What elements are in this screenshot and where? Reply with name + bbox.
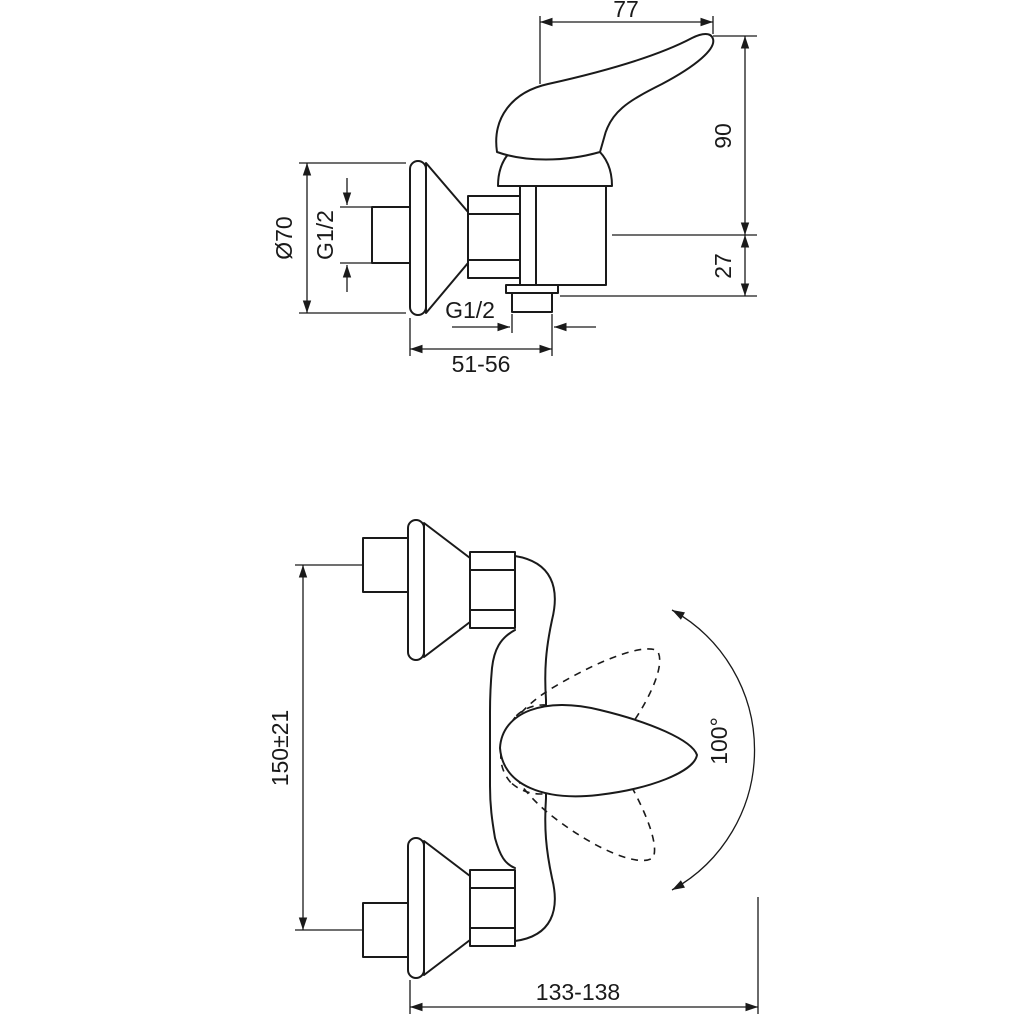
dim-wall-depth-label: 51-56 bbox=[452, 351, 511, 377]
dim-outlet-thread-label: G1/2 bbox=[445, 297, 495, 323]
dim-inlet-thread-label: G1/2 bbox=[312, 210, 338, 260]
front-bottom-escutcheon-rim bbox=[407, 837, 425, 979]
front-bottom-escutcheon-cone bbox=[423, 840, 471, 976]
side-escutcheon-rim bbox=[409, 160, 427, 316]
side-outlet-flange bbox=[505, 284, 559, 294]
side-view: 77 90 27 Ø70 G1/2 bbox=[271, 0, 757, 377]
dimension-heights: 90 27 bbox=[560, 35, 757, 297]
front-top-escutcheon-cone bbox=[423, 522, 471, 658]
front-handle-lever bbox=[499, 703, 698, 798]
dimension-handle-length: 77 bbox=[539, 0, 714, 84]
dim-handle-swing-label: 100° bbox=[706, 717, 732, 765]
dim-handle-length-label: 77 bbox=[613, 0, 639, 22]
dimension-overall-width: 133-138 bbox=[409, 897, 759, 1014]
dim-inlet-centers-label: 150±21 bbox=[267, 710, 293, 787]
side-wall-pipe bbox=[371, 206, 413, 264]
side-outlet-thread bbox=[511, 292, 553, 313]
front-bottom-hex-nut bbox=[469, 869, 516, 947]
dimension-escutcheon-diameter: Ø70 bbox=[271, 162, 406, 314]
front-top-wall-pipe bbox=[362, 537, 409, 593]
side-handle-lever bbox=[495, 33, 715, 161]
front-top-escutcheon-rim bbox=[407, 519, 425, 661]
dimension-wall-depth: 51-56 bbox=[409, 318, 552, 377]
front-bottom-wall-pipe bbox=[362, 902, 409, 958]
side-valve-body bbox=[519, 184, 607, 286]
dimension-inlet-thread: G1/2 bbox=[312, 178, 372, 292]
dimension-outlet-thread: G1/2 bbox=[445, 297, 596, 356]
front-top-hex-nut bbox=[469, 551, 516, 629]
dimension-handle-swing: 100° bbox=[671, 609, 756, 891]
side-hex-nut bbox=[467, 195, 521, 279]
dim-height-27-label: 27 bbox=[710, 253, 736, 279]
front-view: 100° 150±21 133-138 bbox=[267, 519, 759, 1014]
dim-overall-width-label: 133-138 bbox=[536, 979, 620, 1005]
front-body-left-edge bbox=[489, 629, 516, 869]
dimension-inlet-centers: 150±21 bbox=[267, 564, 363, 931]
dim-height-90-label: 90 bbox=[710, 123, 736, 149]
side-escutcheon-cone bbox=[425, 162, 469, 314]
dim-escutcheon-diameter-label: Ø70 bbox=[271, 216, 297, 259]
